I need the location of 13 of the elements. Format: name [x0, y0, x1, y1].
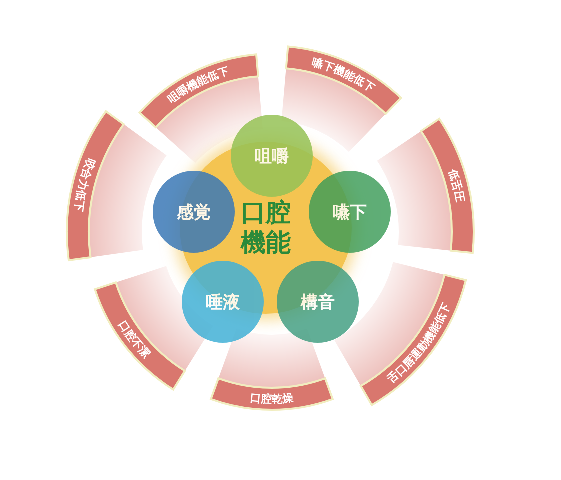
band-label: 低舌圧 [446, 168, 467, 204]
band-label: 咬合力低下 [72, 156, 98, 212]
circle-label: 構音 [301, 292, 335, 314]
band-label: 口腔乾燥 [250, 392, 294, 406]
circle-label: 咀嚼 [255, 146, 289, 168]
center-label: 口腔機能 [240, 198, 292, 258]
band-label: 舌口唇運動機能低下 [385, 301, 454, 386]
band-label: 嚥下機能低下 [310, 56, 378, 96]
circle-label: 嚥下 [333, 202, 367, 224]
band-label: 口腔不潔 [116, 318, 153, 361]
circle-label: 感覚 [177, 202, 211, 224]
circle-label: 唾液 [206, 292, 240, 314]
band-label: 咀嚼機能低下 [165, 64, 231, 106]
